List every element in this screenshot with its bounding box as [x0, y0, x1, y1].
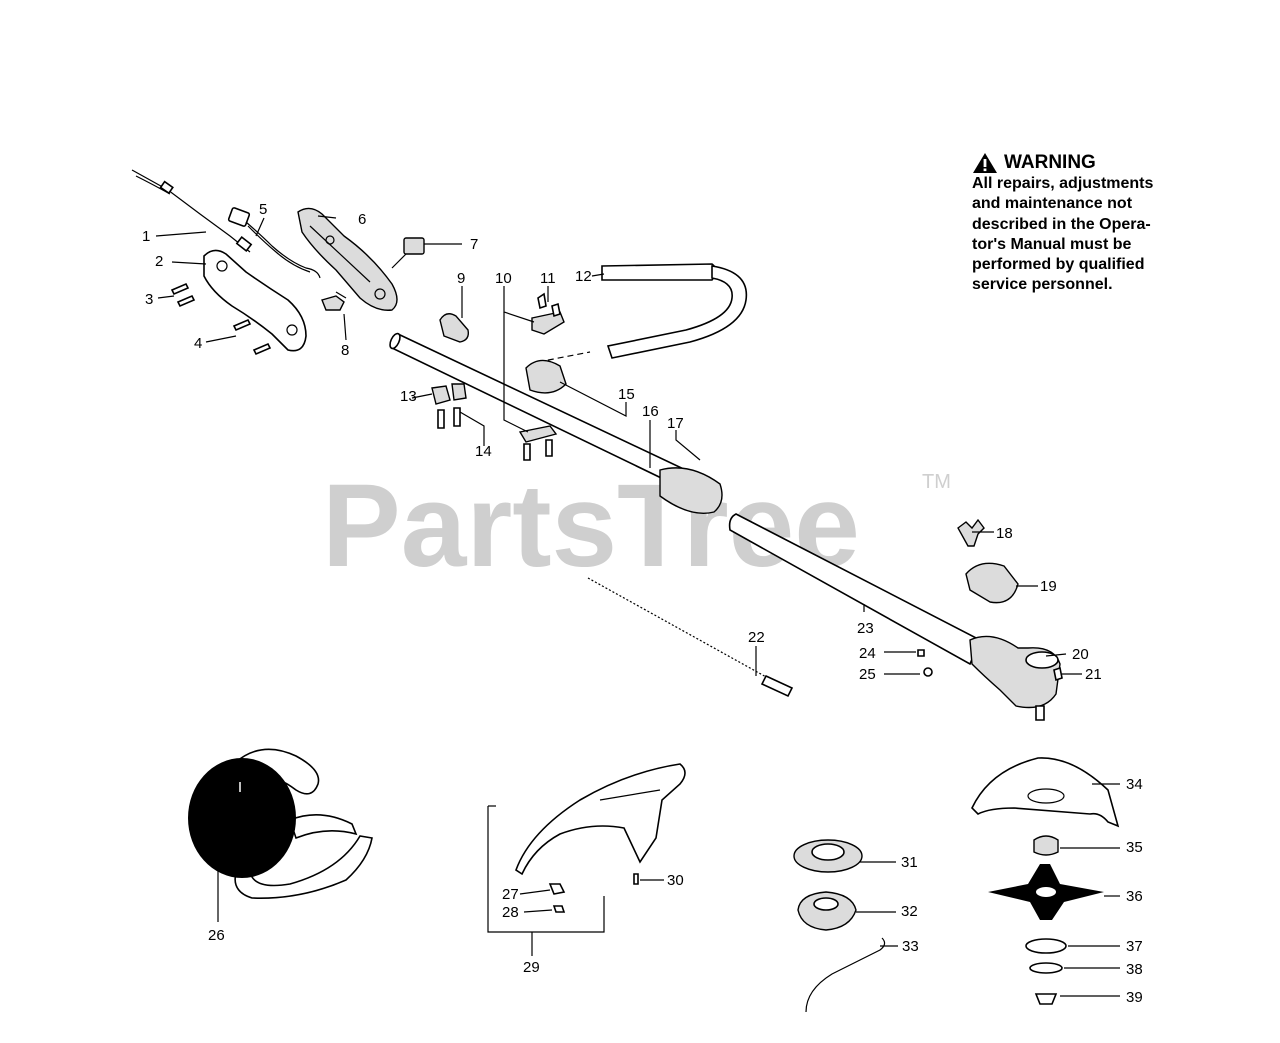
- callout-label-2: 2: [155, 253, 163, 270]
- part-clamp-upper: [439, 313, 470, 343]
- part-loop-handle: [537, 263, 748, 363]
- callout-label-39: 39: [1126, 989, 1143, 1006]
- callout-label-32: 32: [901, 903, 918, 920]
- callout-label-31: 31: [901, 854, 918, 871]
- callout-label-19: 19: [1040, 578, 1057, 595]
- warning-header: WARNING: [972, 152, 1180, 174]
- callout-label-10: 10: [495, 270, 512, 287]
- part-drive-shaft: [587, 577, 794, 698]
- part-handle-housing: [297, 207, 398, 311]
- part-small-screws: [917, 649, 933, 677]
- part-harness: [188, 748, 373, 899]
- part-blade-assembly: [971, 757, 1120, 1005]
- callout-label-33: 33: [902, 938, 919, 955]
- callout-label-15: 15: [618, 386, 635, 403]
- callout-label-17: 17: [667, 415, 684, 432]
- part-clamp-knob: [957, 518, 1019, 604]
- callout-label-9: 9: [457, 270, 465, 287]
- warning-triangle-icon: [973, 153, 997, 173]
- callout-label-13: 13: [400, 388, 417, 405]
- warning-line: described in the Opera-: [972, 215, 1151, 233]
- callout-label-35: 35: [1126, 839, 1143, 856]
- part-lower-tube: [728, 513, 982, 666]
- callout-label-22: 22: [748, 629, 765, 646]
- watermark-text: PartsTree: [322, 460, 860, 592]
- part-throttle-cable: [131, 169, 253, 253]
- warning-title: WARNING: [1004, 152, 1096, 173]
- part-upper-tube: [389, 332, 723, 514]
- warning-line: All repairs, adjustments: [972, 175, 1154, 192]
- callout-label-27: 27: [502, 886, 519, 903]
- callout-label-28: 28: [502, 904, 519, 921]
- callout-label-3: 3: [145, 291, 153, 308]
- callout-label-29: 29: [523, 959, 540, 976]
- warning-line: service personnel.: [972, 276, 1113, 294]
- callout-label-23: 23: [857, 620, 874, 637]
- callout-label-30: 30: [667, 872, 684, 889]
- callout-label-36: 36: [1126, 888, 1143, 905]
- part-trimmer-head: [793, 839, 886, 1013]
- part-screws: [170, 282, 272, 356]
- callout-label-4: 4: [194, 335, 202, 352]
- part-handle-clamp: [525, 359, 567, 394]
- callout-label-5: 5: [259, 201, 267, 218]
- warning-line: and maintenance not: [972, 195, 1133, 213]
- callout-label-18: 18: [996, 525, 1013, 542]
- warning-text: All repairs, adjustments and maintenance…: [972, 174, 1180, 296]
- leader-lines: [155, 215, 1120, 997]
- callout-label-21: 21: [1085, 666, 1102, 683]
- callout-label-25: 25: [859, 666, 876, 683]
- callout-label-26: 26: [208, 927, 225, 944]
- part-handle-half: [203, 249, 307, 352]
- callout-label-8: 8: [341, 342, 349, 359]
- callout-label-37: 37: [1126, 938, 1143, 955]
- harness-pad: [188, 758, 296, 878]
- part-ignition-wire: [227, 207, 321, 279]
- callout-label-24: 24: [859, 645, 876, 662]
- part-switch: [391, 237, 425, 269]
- warning-line: performed by qualified: [972, 256, 1145, 274]
- part-trigger: [321, 291, 347, 311]
- watermark-trademark: TM: [922, 471, 951, 493]
- warning-line: tor's Manual must be: [972, 235, 1132, 253]
- callout-label-20: 20: [1072, 646, 1089, 663]
- part-guard: [487, 763, 686, 933]
- callout-label-6: 6: [358, 211, 366, 228]
- callout-label-1: 1: [142, 228, 150, 245]
- callout-label-11: 11: [540, 270, 556, 287]
- callout-label-14: 14: [475, 443, 492, 460]
- callout-label-7: 7: [470, 236, 478, 253]
- part-clamp-lower: [431, 383, 558, 461]
- part-bracket: [531, 292, 565, 335]
- callout-label-38: 38: [1126, 961, 1143, 978]
- callout-label-12: 12: [575, 268, 592, 285]
- callout-label-34: 34: [1126, 776, 1143, 793]
- callout-label-16: 16: [642, 403, 659, 420]
- part-gear-head: [969, 635, 1063, 721]
- warning-notice: WARNING All repairs, adjustments and mai…: [972, 152, 1180, 296]
